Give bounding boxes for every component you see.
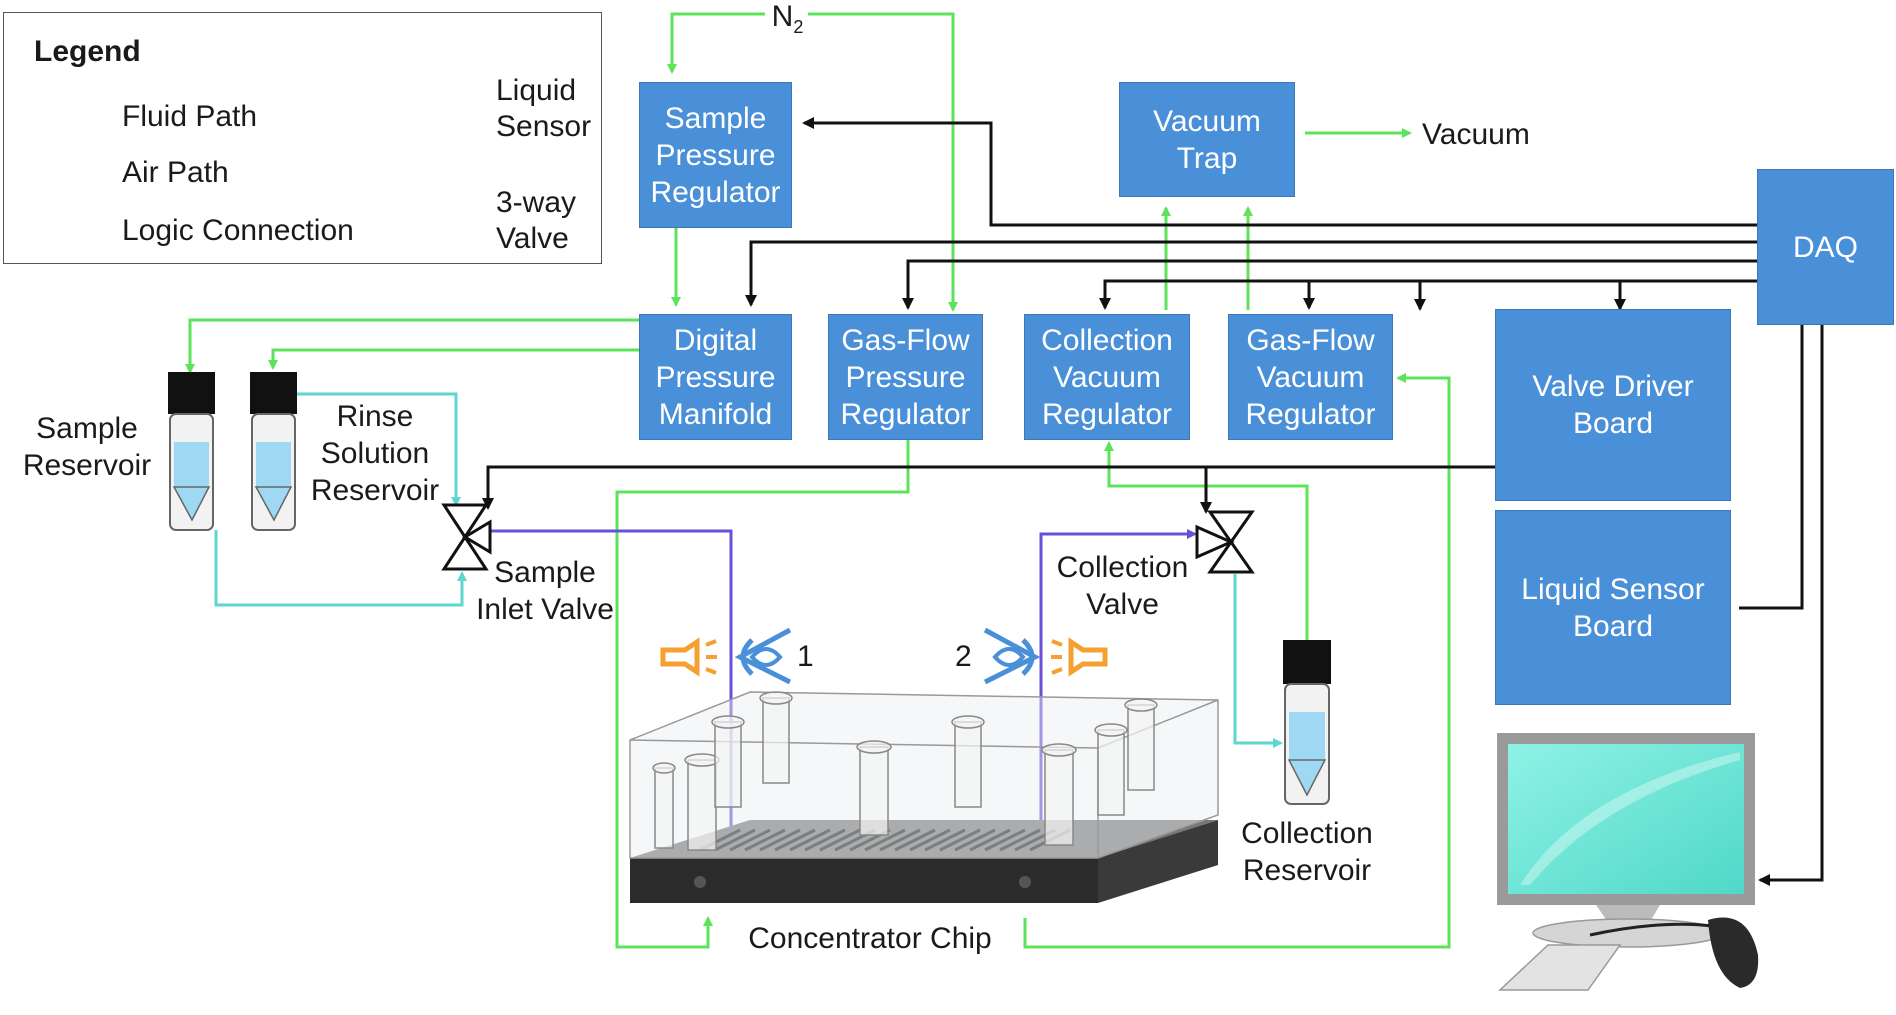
digital-pressure-manifold-box: Digital Pressure Manifold [639, 314, 792, 440]
daq-box: DAQ [1757, 169, 1894, 325]
legend-fluid-path-label: Fluid Path [122, 100, 258, 133]
computer-illustration [1497, 733, 1759, 991]
sensor-1-label: 1 [797, 640, 814, 673]
sample-inlet-valve-label: Sample Inlet Valve [476, 556, 614, 626]
air-paths [185, 12, 1451, 949]
sample-inlet-valve-symbol [441, 503, 492, 571]
collection-reservoir-label: Collection Reservoir [1241, 817, 1373, 887]
gas-flow-vacuum-regulator-box: Gas-Flow Vacuum Regulator [1228, 314, 1393, 440]
vacuum-label: Vacuum [1422, 118, 1530, 151]
liquid-sensor-2-icon [983, 627, 1108, 685]
concentrator-chip-label: Concentrator Chip [748, 922, 992, 955]
vacuum-trap-box: Vacuum Trap [1119, 82, 1295, 197]
rinse-solution-reservoir-label: Rinse Solution Reservoir [310, 400, 440, 507]
sample-reservoir-label: Sample Reservoir [22, 412, 152, 482]
collection-valve-label: Collection Valve [1056, 551, 1189, 621]
legend-valve-label: 3-way Valve [496, 186, 577, 255]
logic-connections [482, 117, 1828, 886]
legend-title: Legend [34, 35, 141, 68]
legend-liquid-sensor-label: Liquid Sensor [496, 74, 592, 143]
sample-pressure-regulator-box: Sample Pressure Regulator [639, 82, 792, 228]
collection-valve-symbol [1195, 510, 1255, 574]
nitrogen-source-label: N2 [771, 0, 804, 37]
liquid-sensor-1-icon [660, 627, 792, 685]
gas-flow-pressure-regulator-box: Gas-Flow Pressure Regulator [828, 314, 983, 440]
legend-air-path-label: Air Path [122, 156, 229, 189]
concentrator-chip-illustration [629, 691, 1219, 903]
legend-logic-connection-label: Logic Connection [122, 214, 354, 247]
sensor-2-label: 2 [955, 640, 972, 673]
fluid-paths-secondary [214, 392, 1283, 748]
liquid-sensor-board-box: Liquid Sensor Board [1495, 510, 1731, 705]
valve-driver-board-box: Valve Driver Board [1495, 309, 1731, 501]
collection-vacuum-regulator-box: Collection Vacuum Regulator [1024, 314, 1190, 440]
legend-panel: Legend Fluid Path Air Path Logic Connect… [3, 12, 602, 264]
reservoir-vials [168, 372, 1331, 805]
